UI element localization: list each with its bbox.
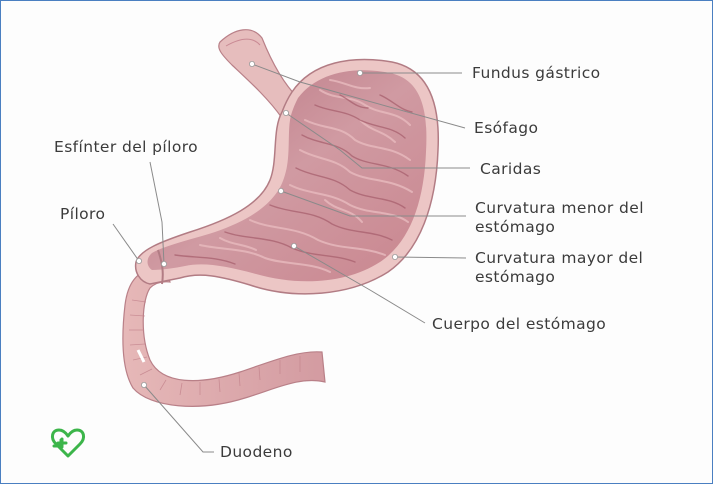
label-duodeno: Duodeno — [220, 443, 293, 461]
label-fundus: Fundus gástrico — [472, 64, 601, 82]
label-esofago: Esófago — [474, 119, 538, 137]
label-curvatura-mayor-line1: Curvatura mayor del — [475, 249, 643, 267]
heart-cross-icon — [52, 430, 83, 456]
label-esfinter: Esfínter del píloro — [54, 138, 198, 156]
label-curvatura-menor-line1: Curvatura menor del — [475, 199, 644, 217]
label-curvatura-mayor-line2: estómago — [475, 268, 555, 286]
label-curvatura-menor-line2: estómago — [475, 218, 555, 236]
label-piloro: Píloro — [60, 205, 105, 223]
label-caridas: Caridas — [480, 160, 541, 178]
label-cuerpo: Cuerpo del estómago — [432, 315, 606, 333]
